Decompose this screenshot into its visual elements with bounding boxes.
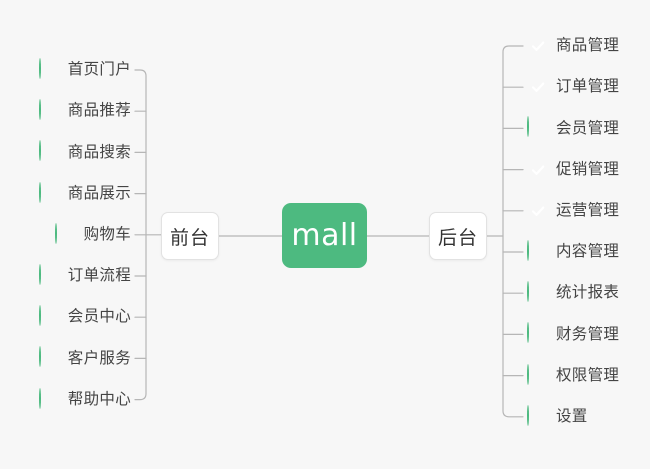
pie-progress-icon	[527, 281, 549, 304]
leaf-item[interactable]: 商品推荐	[0, 97, 131, 125]
leaf-label: 会员管理	[556, 118, 620, 137]
check-circle-icon	[527, 200, 549, 222]
pie-progress-icon	[38, 305, 61, 328]
leaf-item[interactable]: 客户服务	[0, 344, 131, 372]
pie-progress-icon	[527, 363, 549, 387]
leaf-item[interactable]: 内容管理	[527, 238, 619, 266]
branch-node-frontend[interactable]: 前台	[161, 212, 219, 260]
leaf-label: 购物车	[83, 225, 131, 244]
pie-progress-icon	[527, 116, 549, 139]
connector-line	[134, 69, 147, 401]
pie-progress-icon	[527, 240, 549, 263]
leaf-label: 统计报表	[556, 283, 620, 302]
leaf-label: 权限管理	[556, 365, 620, 384]
leaf-label: 订单管理	[556, 77, 620, 96]
leaf-item[interactable]: 购物车	[0, 221, 131, 249]
check-circle-icon	[527, 76, 549, 98]
leaf-label: 商品管理	[556, 36, 620, 55]
leaf-item[interactable]: 统计报表	[527, 279, 619, 307]
leaf-label: 帮助中心	[67, 389, 131, 408]
pie-progress-icon	[38, 181, 61, 205]
leaf-label: 客户服务	[67, 348, 131, 367]
pie-progress-icon	[38, 99, 61, 122]
leaf-item[interactable]: 订单流程	[0, 262, 131, 290]
leaf-item[interactable]: 商品展示	[0, 180, 131, 208]
leaf-item[interactable]: 首页门户	[0, 56, 131, 84]
root-node-mall[interactable]: mall	[282, 203, 367, 268]
leaf-item[interactable]: 帮助中心	[0, 386, 131, 414]
leaf-item[interactable]: 商品搜索	[0, 138, 131, 166]
pie-progress-icon	[38, 387, 61, 411]
leaf-label: 商品搜索	[67, 142, 131, 161]
pie-progress-icon	[38, 140, 61, 163]
leaf-label: 商品展示	[67, 183, 131, 202]
check-circle-icon	[527, 159, 549, 181]
connector-line	[502, 45, 524, 418]
check-circle-icon	[527, 35, 549, 57]
pie-progress-icon	[38, 264, 61, 287]
leaf-label: 设置	[556, 407, 588, 426]
leaf-item[interactable]: 促销管理	[527, 156, 619, 184]
leaf-label: 促销管理	[556, 159, 620, 178]
leaf-item[interactable]: 订单管理	[527, 73, 619, 101]
leaf-item[interactable]: 权限管理	[527, 362, 619, 390]
branch-node-backend[interactable]: 后台	[429, 212, 487, 260]
pie-progress-icon	[38, 58, 61, 81]
leaf-item[interactable]: 运营管理	[527, 197, 619, 225]
pie-progress-icon	[38, 346, 61, 369]
pie-progress-icon	[54, 222, 77, 246]
leaf-label: 商品推荐	[67, 101, 131, 120]
leaf-label: 会员中心	[67, 307, 131, 326]
leaf-label: 订单流程	[67, 266, 131, 285]
leaf-item[interactable]: 财务管理	[527, 320, 619, 348]
pie-progress-icon	[527, 404, 549, 428]
leaf-label: 首页门户	[67, 60, 131, 79]
leaf-item[interactable]: 会员管理	[527, 114, 619, 142]
leaf-label: 财务管理	[556, 324, 620, 343]
pie-progress-icon	[527, 322, 549, 345]
leaf-label: 运营管理	[556, 201, 620, 220]
leaf-item[interactable]: 商品管理	[527, 32, 619, 60]
leaf-item[interactable]: 设置	[527, 403, 588, 431]
leaf-label: 内容管理	[556, 242, 620, 261]
leaf-item[interactable]: 会员中心	[0, 303, 131, 331]
